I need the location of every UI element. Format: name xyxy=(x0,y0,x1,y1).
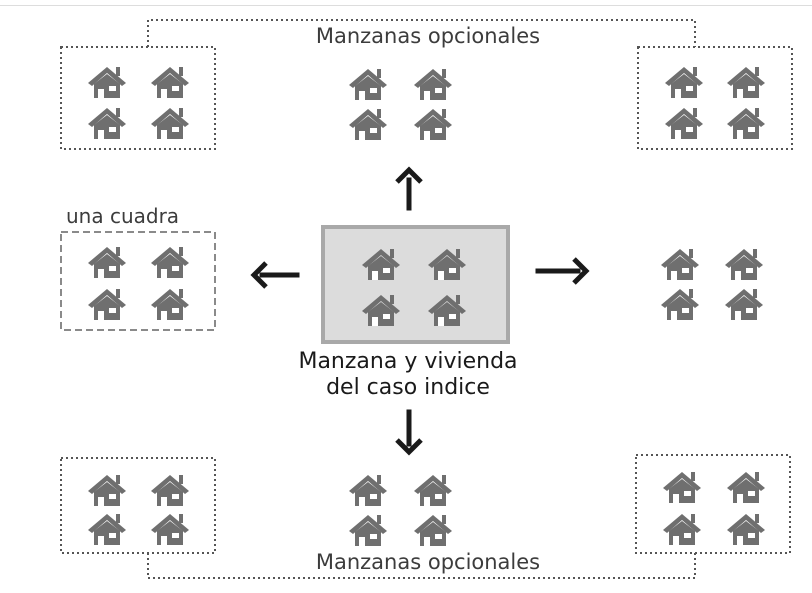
house-icon xyxy=(727,67,765,98)
house-icon xyxy=(349,515,387,546)
house-icon xyxy=(727,472,765,503)
index-case-label: Manzana y vivienda del caso indice xyxy=(263,349,553,400)
house-icon xyxy=(88,514,126,545)
block-bottom-right-border xyxy=(635,454,791,554)
house-icon xyxy=(88,67,126,98)
arrow-right-icon xyxy=(535,257,590,285)
block-top-right-border xyxy=(637,46,793,150)
house-icon xyxy=(661,249,699,280)
optional-blocks-label-top: Manzanas opcionales xyxy=(315,24,541,48)
arrow-down-icon xyxy=(395,409,423,456)
block-bottom-left-border xyxy=(60,457,216,554)
house-icon xyxy=(663,514,701,545)
house-icon xyxy=(88,108,126,139)
house-icon xyxy=(151,475,189,506)
arrow-up-icon xyxy=(395,166,423,211)
house-icon xyxy=(665,67,703,98)
house-icon xyxy=(725,289,763,320)
house-icon xyxy=(88,475,126,506)
house-icon xyxy=(414,475,452,506)
center-block xyxy=(321,225,510,344)
una-cuadra-label: una cuadra xyxy=(66,204,180,228)
optional-blocks-label-bottom: Manzanas opcionales xyxy=(315,550,541,574)
block-una-cuadra-border xyxy=(60,231,216,331)
house-icon xyxy=(414,515,452,546)
house-icon xyxy=(414,69,452,100)
house-icon xyxy=(151,514,189,545)
house-icon xyxy=(151,108,189,139)
house-icon xyxy=(414,109,452,140)
arrow-left-icon xyxy=(250,261,300,289)
index-case-label-line1: Manzana y vivienda xyxy=(298,349,518,374)
house-icon xyxy=(661,289,699,320)
house-icon xyxy=(88,289,126,320)
house-icon xyxy=(151,247,189,278)
house-icon xyxy=(665,108,703,139)
house-icon xyxy=(349,69,387,100)
house-icon xyxy=(349,475,387,506)
house-icon xyxy=(151,289,189,320)
top-optional-connector xyxy=(147,19,696,47)
house-icon xyxy=(725,249,763,280)
index-case-label-line2: del caso indice xyxy=(326,374,490,400)
house-icon xyxy=(151,67,189,98)
house-icon xyxy=(727,108,765,139)
house-icon xyxy=(727,514,765,545)
house-icon xyxy=(349,109,387,140)
house-icon xyxy=(88,247,126,278)
block-top-left-border xyxy=(60,46,216,150)
house-icon xyxy=(663,472,701,503)
